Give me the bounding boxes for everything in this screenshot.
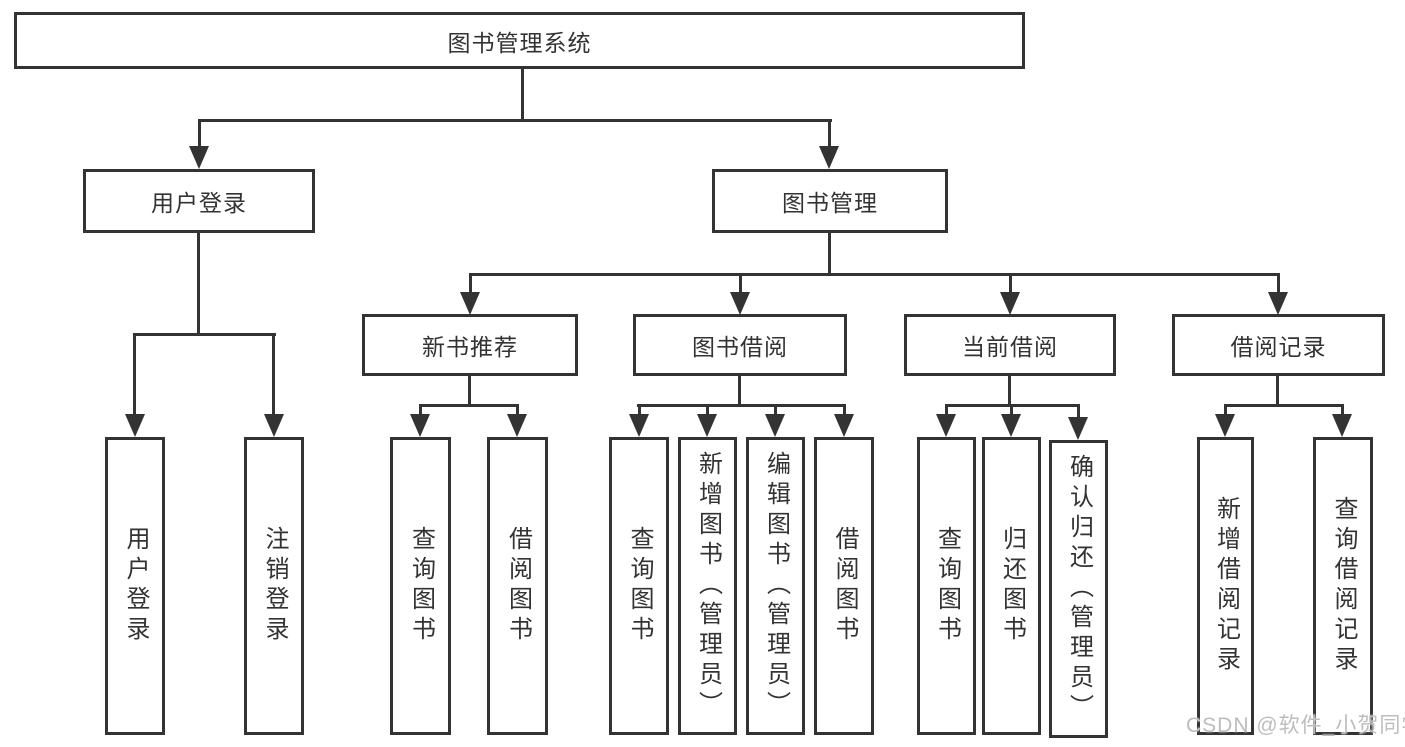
node-bb-borrow-books: 借阅图书 bbox=[814, 437, 874, 735]
arrowhead-borrow-records-icon bbox=[1268, 292, 1288, 315]
arrowhead-ul-login-icon bbox=[125, 414, 145, 437]
arrowhead-bb-query-icon bbox=[629, 414, 649, 437]
node-ul-logout: 注销登录 bbox=[244, 437, 304, 735]
csdn-watermark: CSDN @软件_小贺同学 bbox=[1186, 714, 1405, 737]
arrowhead-cb-return-icon bbox=[1001, 414, 1021, 437]
node-bb-edit-books: 编辑图书（管理员） bbox=[746, 437, 805, 735]
edge-to-book-mgmt bbox=[828, 119, 831, 151]
edge-to-bb-borrow bbox=[843, 404, 846, 417]
node-user-login: 用户登录 bbox=[83, 169, 315, 233]
edge-to-nb-borrow bbox=[516, 404, 519, 417]
node-new-book-rec: 新书推荐 bbox=[362, 314, 578, 376]
edge-root-stem bbox=[521, 67, 524, 121]
edge-borrow-records-stem bbox=[1276, 374, 1279, 407]
arrowhead-current-borrow-icon bbox=[1000, 292, 1020, 315]
edge-user-login-split bbox=[133, 333, 276, 336]
edge-book-mgmt-split bbox=[469, 273, 1280, 276]
node-bb-query-books: 查询图书 bbox=[609, 437, 669, 735]
edge-book-borrow-stem bbox=[738, 374, 741, 407]
edge-user-login-stem bbox=[197, 231, 200, 336]
node-ul-user-login: 用户登录 bbox=[105, 437, 165, 735]
edge-borrow-records-split bbox=[1224, 404, 1344, 407]
edge-book-borrow-split bbox=[637, 404, 845, 407]
edge-to-borrow-records bbox=[1277, 273, 1280, 295]
edge-to-bb-edit bbox=[774, 404, 777, 417]
arrowhead-bb-add-icon bbox=[697, 414, 717, 437]
edge-to-bb-add bbox=[706, 404, 709, 417]
node-root-system: 图书管理系统 bbox=[14, 12, 1025, 69]
edge-new-book-rec-split bbox=[419, 404, 519, 407]
node-br-add-record: 新增借阅记录 bbox=[1197, 437, 1254, 735]
edge-to-user-login bbox=[198, 119, 201, 151]
arrowhead-cb-query-icon bbox=[936, 414, 956, 437]
node-cb-confirm-return: 确认归还（管理员） bbox=[1049, 440, 1108, 738]
arrowhead-book-borrow-icon bbox=[730, 292, 750, 315]
edge-root-split bbox=[198, 119, 832, 122]
arrowhead-nb-borrow-icon bbox=[507, 414, 527, 437]
node-cb-return-books: 归还图书 bbox=[982, 437, 1041, 735]
edge-new-book-rec-stem bbox=[468, 374, 471, 407]
arrowhead-book-mgmt-icon bbox=[819, 146, 839, 169]
node-book-borrow: 图书借阅 bbox=[633, 314, 847, 376]
edge-to-br-query bbox=[1341, 404, 1344, 417]
edge-to-nb-query bbox=[419, 404, 422, 417]
node-borrow-records: 借阅记录 bbox=[1172, 314, 1385, 376]
arrowhead-new-book-rec-icon bbox=[460, 292, 480, 315]
arrowhead-br-add-icon bbox=[1215, 414, 1235, 437]
edge-to-cb-return bbox=[1010, 404, 1013, 417]
edge-to-bb-query bbox=[638, 404, 641, 417]
edge-current-borrow-stem bbox=[1008, 374, 1011, 407]
node-current-borrow: 当前借阅 bbox=[904, 314, 1116, 376]
arrowhead-bb-borrow-icon bbox=[834, 414, 854, 437]
edge-to-cb-confirm bbox=[1077, 404, 1080, 420]
arrowhead-br-query-icon bbox=[1332, 414, 1352, 437]
node-book-mgmt: 图书管理 bbox=[712, 169, 948, 233]
edge-to-current-borrow bbox=[1009, 273, 1012, 295]
node-bb-add-books: 新增图书（管理员） bbox=[678, 437, 737, 735]
edge-to-book-borrow bbox=[739, 273, 742, 295]
arrowhead-ul-logout-icon bbox=[264, 414, 284, 437]
edge-to-ul-login bbox=[133, 333, 136, 415]
edge-to-ul-logout bbox=[272, 333, 275, 415]
arrowhead-nb-query-icon bbox=[410, 414, 430, 437]
edge-to-br-add bbox=[1224, 404, 1227, 417]
node-cb-query-books: 查询图书 bbox=[917, 437, 976, 735]
arrowhead-bb-edit-icon bbox=[765, 414, 785, 437]
node-nb-query-books: 查询图书 bbox=[390, 437, 451, 735]
arrowhead-user-login-icon bbox=[189, 146, 209, 169]
edge-to-cb-query bbox=[945, 404, 948, 417]
arrowhead-cb-confirm-icon bbox=[1068, 417, 1088, 440]
edge-to-new-book-rec bbox=[469, 273, 472, 295]
edge-book-mgmt-stem bbox=[828, 231, 831, 276]
node-nb-borrow-books: 借阅图书 bbox=[487, 437, 548, 735]
node-br-query-record: 查询借阅记录 bbox=[1313, 437, 1373, 735]
